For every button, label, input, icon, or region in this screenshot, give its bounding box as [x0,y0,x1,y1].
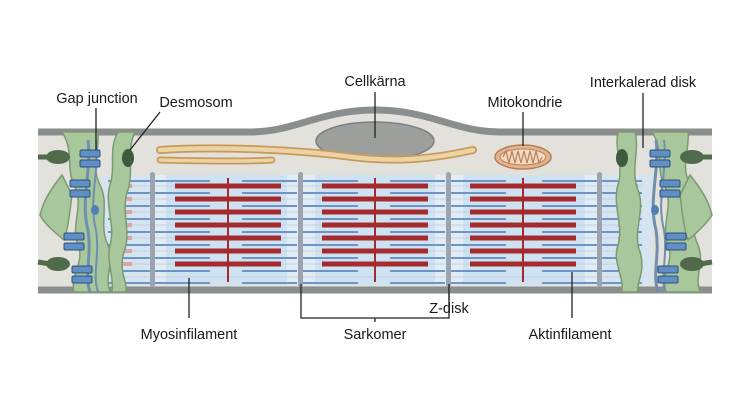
label-gap-junction: Gap junction [56,91,137,107]
gap-junctions-left [63,149,101,284]
label-mitokondrie: Mitokondrie [488,95,563,111]
z-disk [446,172,451,287]
m-lines [227,178,524,282]
leader-desmosom [129,111,161,151]
gap-junctions-right [649,149,687,284]
z-disk [597,172,602,287]
label-myosinfilament: Myosinfilament [141,327,238,343]
z-disks [150,172,602,287]
label-z-disk: Z-disk [429,301,469,317]
reticulum-tube-inner [157,146,476,162]
z-disk [298,172,303,287]
z-disk [150,172,155,287]
desmosome [122,149,134,167]
label-desmosom: Desmosom [159,95,232,111]
label-sarkomer: Sarkomer [344,327,407,343]
intercalated-disc-right [615,131,713,293]
label-cellkarna: Cellkärna [344,74,406,90]
mitochondrion [494,144,552,170]
label-aktinfilament: Aktinfilament [528,327,611,343]
label-interkalerad-disk: Interkalerad disk [590,75,697,91]
leader-lines [95,92,644,322]
desmosome [616,149,628,167]
reticulum-tube-inner [158,158,274,163]
